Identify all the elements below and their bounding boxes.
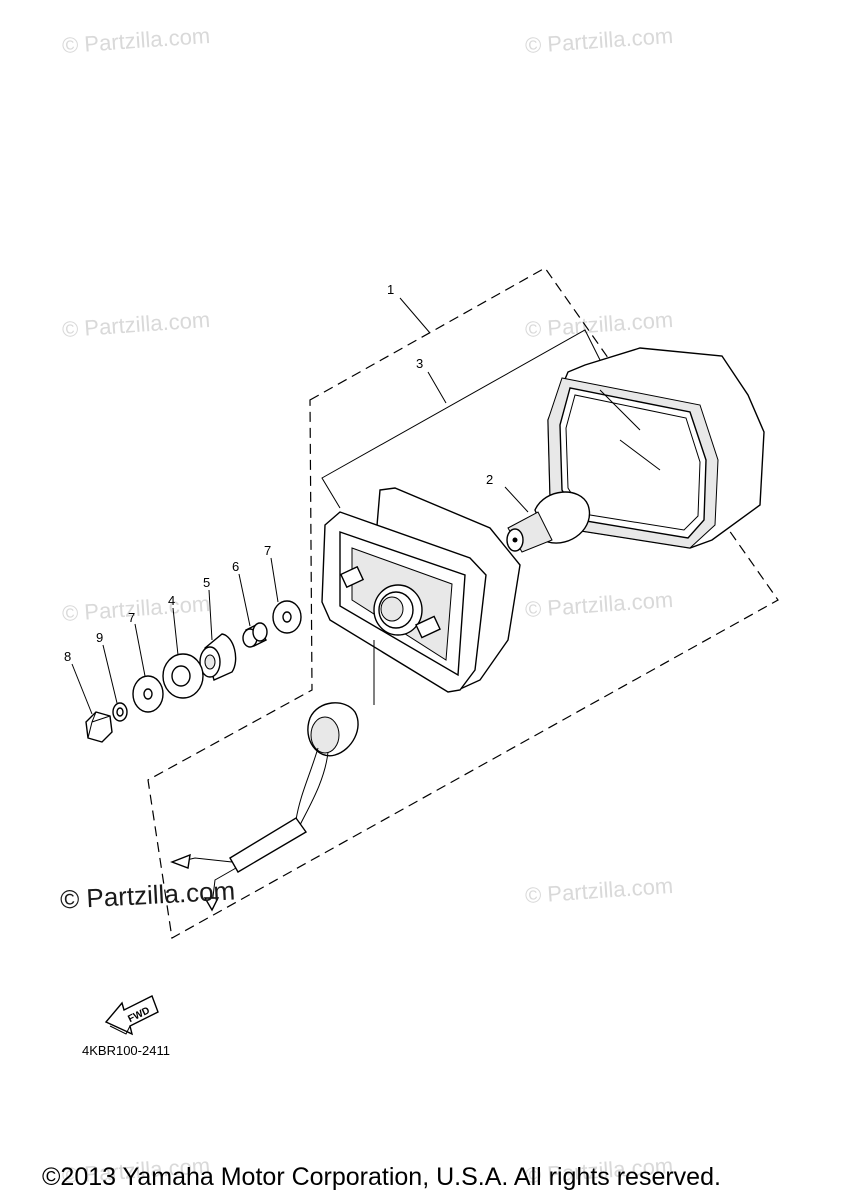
callout-1: 1 xyxy=(387,282,394,297)
leader-7a xyxy=(270,557,279,603)
callout-4: 4 xyxy=(168,593,175,608)
collar-6 xyxy=(242,622,268,648)
callout-8: 8 xyxy=(64,649,71,664)
leader-1 xyxy=(399,297,431,334)
lock-washer-9 xyxy=(112,702,128,722)
leader-6 xyxy=(238,573,251,627)
callout-7a: 7 xyxy=(264,543,271,558)
fwd-arrow-icon: FWD xyxy=(104,995,159,1036)
socket-wire xyxy=(170,702,359,912)
callout-5: 5 xyxy=(203,575,210,590)
leader-4 xyxy=(172,607,179,656)
assembly-boundary xyxy=(147,267,779,939)
diagram-code: 4KBR100-2411 xyxy=(82,1043,170,1058)
bracket-3 xyxy=(321,329,603,509)
callout-9: 9 xyxy=(96,630,103,645)
callout-6: 6 xyxy=(232,559,239,574)
leader-8 xyxy=(71,663,93,715)
leader-5 xyxy=(208,589,213,641)
light-base xyxy=(321,487,521,705)
leader-7b xyxy=(134,623,146,677)
nut-8 xyxy=(85,711,113,743)
copyright-notice: ©2013 Yamaha Motor Corporation, U.S.A. A… xyxy=(42,1163,721,1191)
grommet-5 xyxy=(199,633,237,681)
washer-7b xyxy=(132,675,164,713)
damper-4 xyxy=(162,653,204,699)
tail-lens xyxy=(547,347,765,549)
leader-9 xyxy=(102,644,118,704)
bulb xyxy=(504,486,591,553)
callout-3: 3 xyxy=(416,356,423,371)
callout-2: 2 xyxy=(486,472,493,487)
callout-7b: 7 xyxy=(128,610,135,625)
leader-3 xyxy=(427,371,447,404)
washer-7a xyxy=(272,600,302,634)
